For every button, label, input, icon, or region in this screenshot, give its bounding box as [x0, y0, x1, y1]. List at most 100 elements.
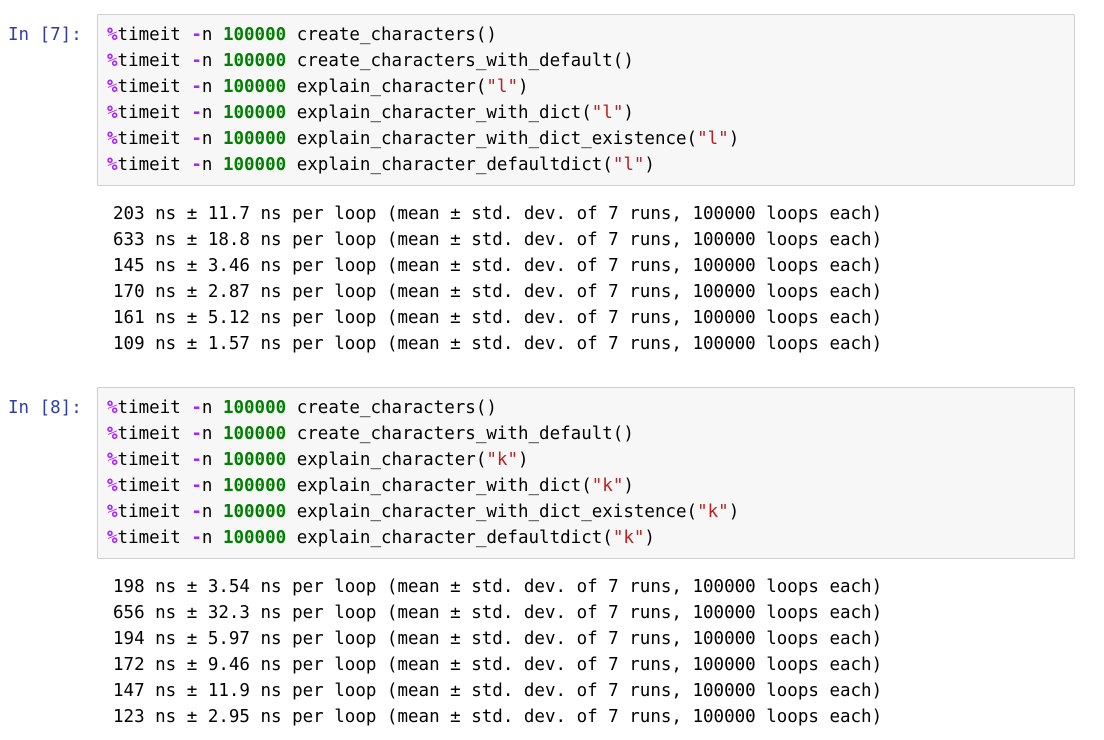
magic-command-token: timeit — [117, 528, 181, 548]
flag-dash-token: - — [191, 129, 202, 149]
flag-name-token: n — [201, 155, 213, 175]
magic-prefix-token: % — [107, 450, 118, 470]
close-paren-token: ) — [644, 155, 655, 175]
magic-command-token: timeit — [117, 77, 181, 97]
function-name-token: explain_character_with_dict_existence — [296, 129, 687, 149]
notebook-cell-output: 203 ns ± 11.7 ns per loop (mean ± std. d… — [0, 201, 1104, 357]
notebook-cell-output: 198 ns ± 3.54 ns per loop (mean ± std. d… — [0, 574, 1104, 730]
cell-separator-gap — [0, 357, 1104, 387]
magic-prefix-token: % — [107, 25, 118, 45]
close-paren-token: ) — [623, 51, 634, 71]
loop-count-token: 100000 — [222, 51, 287, 71]
code-line: %timeit -n 100000 explain_character_with… — [107, 126, 1074, 152]
loop-count-token: 100000 — [222, 77, 287, 97]
close-paren-token: ) — [486, 398, 497, 418]
open-paren-token: ( — [612, 51, 624, 71]
magic-prefix-token: % — [107, 476, 118, 496]
open-paren-token: ( — [581, 476, 592, 496]
code-line: %timeit -n 100000 explain_character_defa… — [107, 525, 1074, 551]
loop-count-token: 100000 — [222, 528, 287, 548]
code-line: %timeit -n 100000 explain_character_with… — [107, 473, 1074, 499]
output-line: 198 ns ± 3.54 ns per loop (mean ± std. d… — [113, 577, 883, 597]
input-output-gap — [0, 186, 1104, 201]
magic-prefix-token: % — [107, 424, 118, 444]
flag-dash-token: - — [191, 450, 202, 470]
string-argument-token: "k" — [697, 502, 729, 522]
magic-command-token: timeit — [117, 450, 181, 470]
open-paren-token: ( — [602, 528, 613, 548]
flag-dash-token: - — [191, 77, 202, 97]
output-line: 194 ns ± 5.97 ns per loop (mean ± std. d… — [113, 629, 883, 649]
output-line: 172 ns ± 9.46 ns per loop (mean ± std. d… — [113, 655, 883, 675]
output-line: 161 ns ± 5.12 ns per loop (mean ± std. d… — [113, 308, 883, 328]
flag-name-token: n — [201, 476, 213, 496]
function-name-token: create_characters — [296, 398, 476, 418]
close-paren-token: ) — [518, 450, 529, 470]
magic-prefix-token: % — [107, 77, 118, 97]
output-text-area: 198 ns ± 3.54 ns per loop (mean ± std. d… — [113, 574, 1104, 730]
output-line: 203 ns ± 11.7 ns per loop (mean ± std. d… — [113, 204, 883, 224]
magic-command-token: timeit — [117, 103, 181, 123]
magic-command-token: timeit — [117, 424, 181, 444]
output-line: 145 ns ± 3.46 ns per loop (mean ± std. d… — [113, 256, 883, 276]
code-line: %timeit -n 100000 create_characters() — [107, 22, 1074, 48]
flag-name-token: n — [201, 398, 213, 418]
flag-dash-token: - — [191, 103, 202, 123]
string-argument-token: "k" — [612, 528, 645, 548]
close-paren-token: ) — [623, 103, 634, 123]
open-paren-token: ( — [475, 25, 487, 45]
loop-count-token: 100000 — [222, 476, 287, 496]
output-text-area: 203 ns ± 11.7 ns per loop (mean ± std. d… — [113, 201, 1104, 357]
flag-name-token: n — [201, 502, 213, 522]
flag-dash-token: - — [191, 502, 202, 522]
code-editor-area[interactable]: %timeit -n 100000 create_characters()%ti… — [97, 387, 1075, 559]
loop-count-token: 100000 — [222, 129, 287, 149]
flag-name-token: n — [201, 528, 213, 548]
string-argument-token: "k" — [486, 450, 518, 470]
string-argument-token: "l" — [591, 103, 624, 123]
flag-dash-token: - — [191, 528, 202, 548]
flag-name-token: n — [201, 450, 213, 470]
close-paren-token: ) — [623, 424, 634, 444]
magic-prefix-token: % — [107, 129, 118, 149]
code-line: %timeit -n 100000 explain_character_defa… — [107, 152, 1074, 178]
magic-prefix-token: % — [107, 528, 118, 548]
loop-count-token: 100000 — [222, 424, 287, 444]
string-argument-token: "l" — [697, 129, 729, 149]
function-name-token: create_characters_with_default — [296, 51, 613, 71]
code-line: %timeit -n 100000 create_characters_with… — [107, 48, 1074, 74]
output-line: 147 ns ± 11.9 ns per loop (mean ± std. d… — [113, 681, 883, 701]
code-line: %timeit -n 100000 create_characters() — [107, 395, 1074, 421]
function-name-token: create_characters — [296, 25, 476, 45]
open-paren-token: ( — [475, 398, 487, 418]
function-name-token: explain_character_with_dict — [296, 103, 582, 123]
code-editor-area[interactable]: %timeit -n 100000 create_characters()%ti… — [97, 14, 1075, 186]
flag-name-token: n — [201, 51, 213, 71]
open-paren-token: ( — [686, 129, 698, 149]
notebook-cell-input[interactable]: In [7]:%timeit -n 100000 create_characte… — [0, 14, 1104, 186]
notebook-cell-input[interactable]: In [8]:%timeit -n 100000 create_characte… — [0, 387, 1104, 559]
flag-name-token: n — [201, 103, 213, 123]
close-paren-token: ) — [728, 129, 740, 149]
function-name-token: explain_character_with_dict — [296, 476, 582, 496]
loop-count-token: 100000 — [222, 502, 287, 522]
close-paren-token: ) — [728, 502, 740, 522]
flag-dash-token: - — [191, 51, 202, 71]
close-paren-token: ) — [623, 476, 634, 496]
string-argument-token: "k" — [591, 476, 624, 496]
open-paren-token: ( — [581, 103, 592, 123]
magic-command-token: timeit — [117, 398, 181, 418]
magic-command-token: timeit — [117, 25, 181, 45]
input-prompt-label: In [8]: — [8, 398, 82, 418]
flag-dash-token: - — [191, 476, 202, 496]
code-line: %timeit -n 100000 explain_character_with… — [107, 499, 1074, 525]
output-line: 656 ns ± 32.3 ns per loop (mean ± std. d… — [113, 603, 883, 623]
function-name-token: create_characters_with_default — [296, 424, 613, 444]
open-paren-token: ( — [475, 77, 487, 97]
function-name-token: explain_character_defaultdict — [296, 528, 603, 548]
code-line: %timeit -n 100000 explain_character("l") — [107, 74, 1074, 100]
magic-command-token: timeit — [117, 502, 181, 522]
open-paren-token: ( — [612, 424, 624, 444]
code-line: %timeit -n 100000 explain_character("k") — [107, 447, 1074, 473]
